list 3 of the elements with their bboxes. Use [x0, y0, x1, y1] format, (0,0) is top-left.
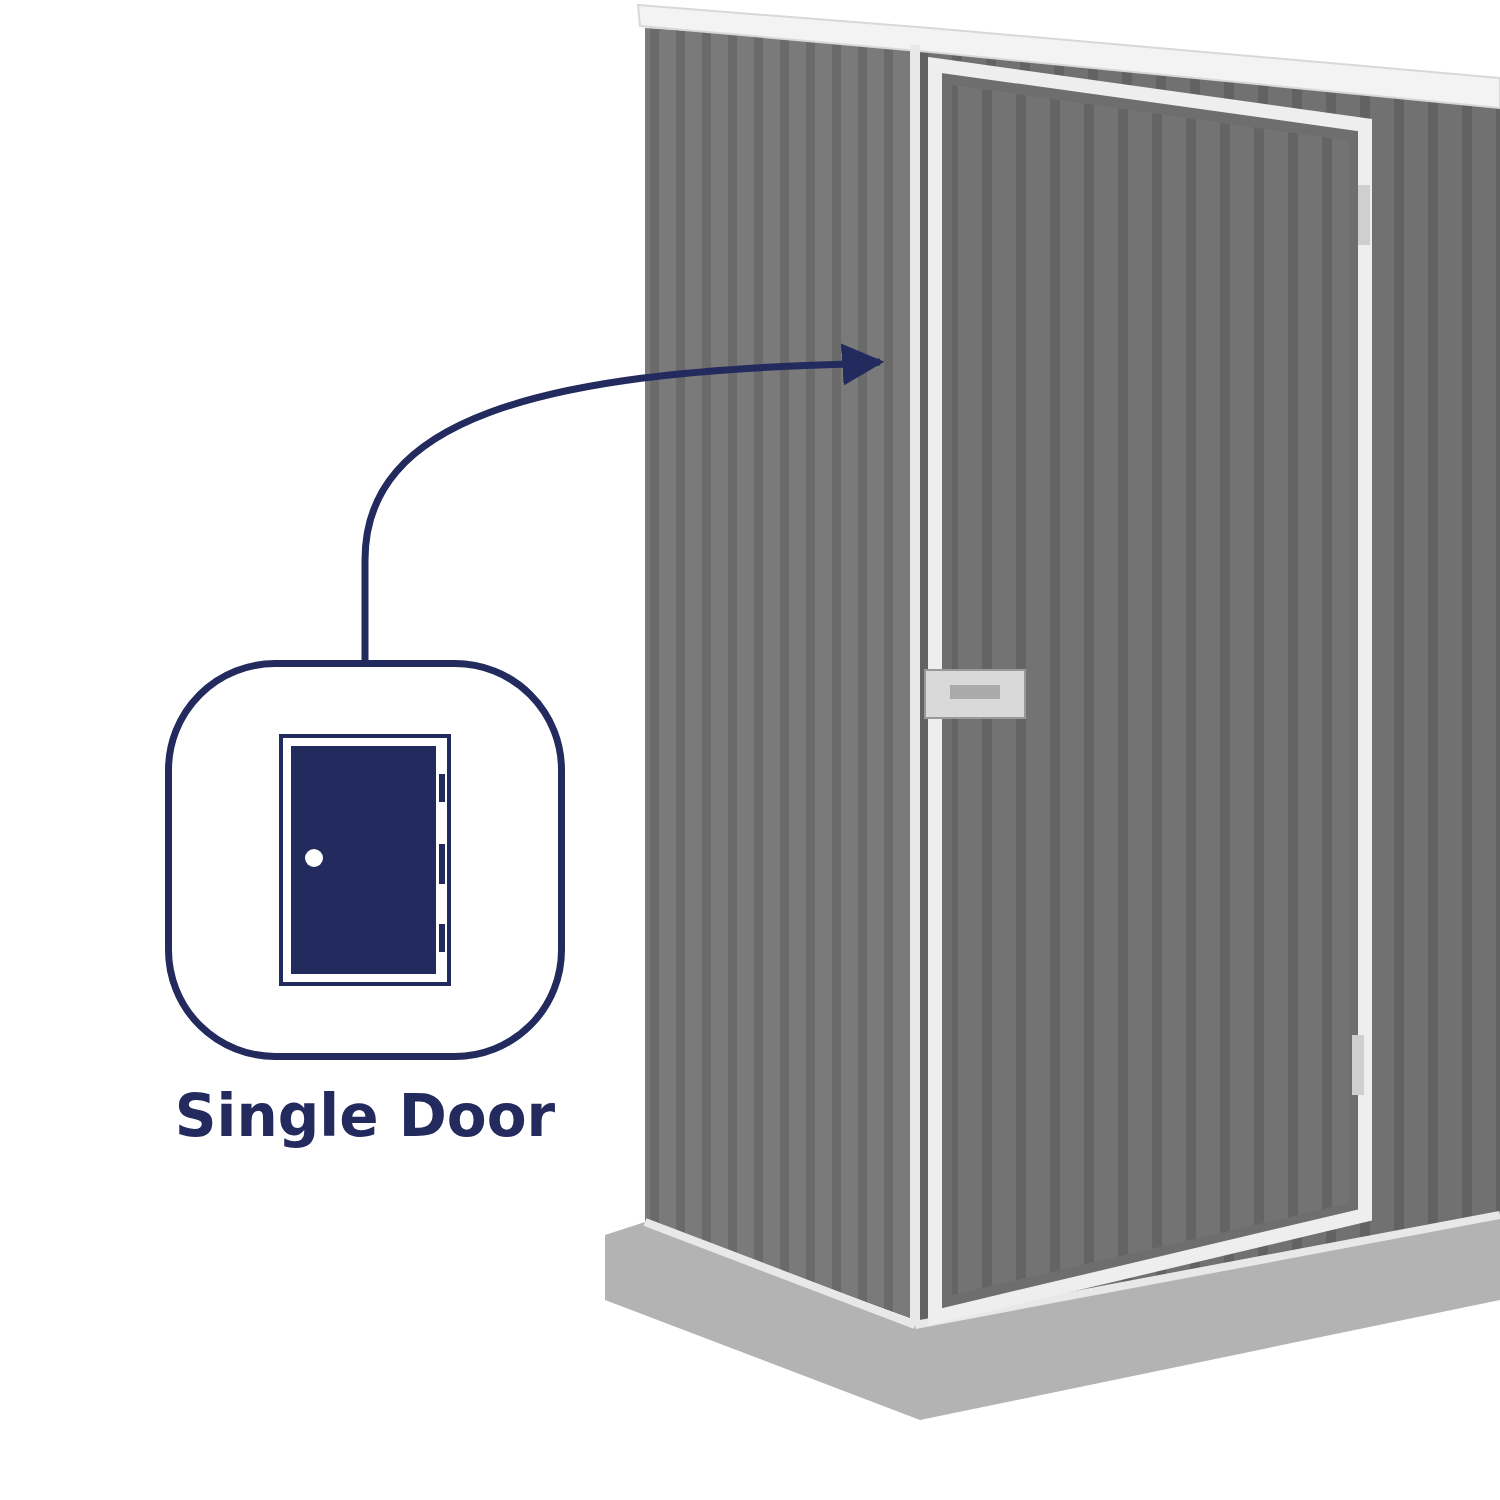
feature-label: Single Door [174, 1082, 556, 1150]
curved-arrow [361, 343, 885, 660]
feature-callout [165, 660, 565, 1150]
